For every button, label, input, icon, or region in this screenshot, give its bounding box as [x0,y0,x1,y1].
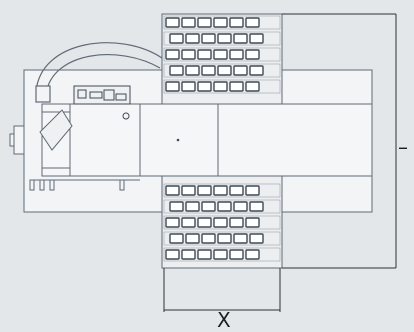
dimension-label-x: X [217,308,231,332]
rack-row-bottom [163,215,281,230]
rack-cell [229,217,244,228]
dimension-lines [163,13,397,312]
rack-cell [217,201,232,212]
rack-cell [197,17,212,28]
rack-row-top [163,47,281,62]
control-unit [73,85,180,142]
rack-cell [249,233,264,244]
rack-cell [201,201,216,212]
curved-pipe [35,42,163,103]
rack-cell [197,81,212,92]
rack-cell [249,65,264,76]
rack-cell [181,217,196,228]
rack-cell [165,49,180,60]
rack-row-bottom [163,247,281,262]
rack-cell [201,65,216,76]
rack-row-top [163,15,281,30]
rack-cell [185,65,200,76]
rack-cell [233,33,248,44]
accumulator-rack [161,13,283,269]
rack-cell [169,33,184,44]
rack-cell [165,217,180,228]
rack-cell [185,33,200,44]
rack-cell [217,233,232,244]
rack-cell [201,233,216,244]
rack-cell [197,185,212,196]
rack-cell [233,201,248,212]
rack-cell [245,249,260,260]
rack-cell [249,201,264,212]
rack-cell [245,217,260,228]
rack-cell [213,185,228,196]
rack-cell [185,201,200,212]
rack-cell [245,17,260,28]
rack-cell [169,201,184,212]
rack-row-bottom [163,183,281,198]
rack-cell [169,233,184,244]
rack-row-top [163,31,281,46]
rack-row-bottom [163,231,281,246]
rack-cell [169,65,184,76]
rack-row-top [163,63,281,78]
rack-cell [213,17,228,28]
rack-cell [197,49,212,60]
rack-cell [181,17,196,28]
rack-cell [217,33,232,44]
rack-cell [165,81,180,92]
rack-cell [165,17,180,28]
rack-cell [197,249,212,260]
rack-cell [245,49,260,60]
rack-cell [229,185,244,196]
rack-cell [229,249,244,260]
rack-cell [165,249,180,260]
rack-cell [249,33,264,44]
rack-cell [197,217,212,228]
rack-cell [185,233,200,244]
rack-cell [229,81,244,92]
rack-cell [181,49,196,60]
rack-cell [245,185,260,196]
rack-cell [213,49,228,60]
rack-cell [245,81,260,92]
rack-cell [233,233,248,244]
rack-cell [201,33,216,44]
rack-cell [181,81,196,92]
rack-cell [181,249,196,260]
rack-cell [213,81,228,92]
rack-cell [229,49,244,60]
rack-cell [165,185,180,196]
rack-row-top [163,79,281,94]
rack-cell [229,17,244,28]
rack-cell [213,217,228,228]
rack-cell [213,249,228,260]
rack-cell [217,65,232,76]
dimension-label-height: – [398,135,408,159]
rack-row-bottom [163,199,281,214]
rack-cell [181,185,196,196]
rack-cell [233,65,248,76]
